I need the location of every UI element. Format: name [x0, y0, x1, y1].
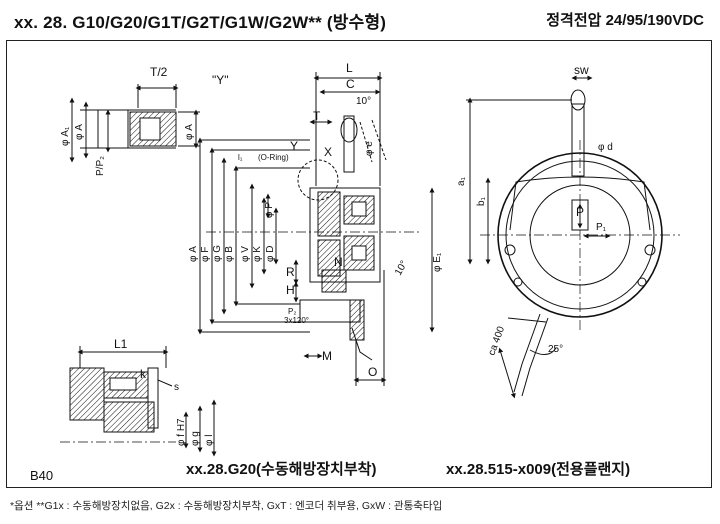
label-l1: L1 [114, 337, 128, 351]
label-phi-g: φ G [212, 245, 223, 262]
label-o: O [368, 365, 377, 379]
label-phi-b: φ B [224, 246, 235, 262]
rated-voltage: 정격전압 24/95/190VDC [546, 12, 704, 29]
caption-main-drawing: xx.28.G20(수동해방장치부착) [186, 461, 377, 478]
label-r: R [286, 265, 295, 279]
label-a1: a₁ [456, 176, 467, 186]
label-sw: sw [574, 63, 589, 77]
label-10deg-top: 10° [356, 96, 371, 107]
brake-section-drawing [197, 72, 435, 386]
label-h: H [286, 283, 295, 297]
label-l1-small: l₁ [238, 153, 243, 162]
label-p1: P₁ [596, 222, 607, 233]
label-10deg-e1: 10° [393, 259, 410, 278]
label-3x120: 3x120° [284, 316, 309, 325]
brake-front-view [466, 75, 680, 399]
label-25deg: 25° [548, 344, 563, 355]
label-p: P [576, 205, 584, 219]
label-t: T [313, 109, 321, 123]
label-phi-a1: φ A₁ [60, 126, 71, 146]
label-phi-e1: φ E₁ [432, 252, 443, 272]
label-phi-e: φ e [364, 141, 375, 156]
caption-flange-drawing: xx.28.515-x009(전용플랜지) [446, 461, 631, 478]
label-phi-f: φ F [200, 247, 211, 262]
label-phi-k: φ K [252, 246, 263, 262]
detail-y-drawing [69, 84, 200, 163]
label-n: N [334, 255, 343, 269]
label-phi-a-right: φ A [184, 124, 195, 140]
label-p-p2: P/P₂ [95, 156, 106, 176]
label-phi-g-small: φ g [190, 431, 201, 446]
footnote: *옵션 **G1x : 수동해방장치없음, G2x : 수동해방장치부착, Gx… [10, 500, 443, 512]
drawing-frame [6, 40, 712, 488]
label-detail-y: "Y" [212, 73, 229, 87]
label-phi-d: φ D [265, 246, 276, 262]
label-k: k [140, 367, 147, 381]
label-x: X [324, 145, 332, 159]
label-o-ring: (O-Ring) [258, 153, 289, 162]
label-s: s [174, 382, 179, 393]
label-phi-a: φ A [74, 124, 85, 140]
label-m: M [322, 349, 332, 363]
page-code: B40 [30, 468, 54, 483]
label-l: L [346, 61, 353, 75]
label-phi-l: φ l [204, 435, 215, 446]
label-phi-f-h7: φ f H7 [176, 418, 187, 446]
shaft-detail-drawing [60, 346, 217, 457]
label-p2-small: P₂ [288, 307, 296, 316]
label-phi-a-vertical: φ A [188, 246, 199, 262]
page-title: xx. 28. G10/G20/G1T/G2T/G1W/G2W** (방수형) [14, 13, 387, 32]
label-phi-v: φ V [240, 246, 251, 262]
label-b1: b₁ [476, 196, 487, 206]
label-phi-p: φ P [264, 202, 275, 218]
label-ca400: ca 400 [486, 325, 507, 357]
label-c: C [346, 77, 355, 91]
label-y: Y [290, 139, 298, 153]
label-t-half: T/2 [150, 65, 168, 79]
label-phi-d-small: φ d [598, 142, 613, 153]
